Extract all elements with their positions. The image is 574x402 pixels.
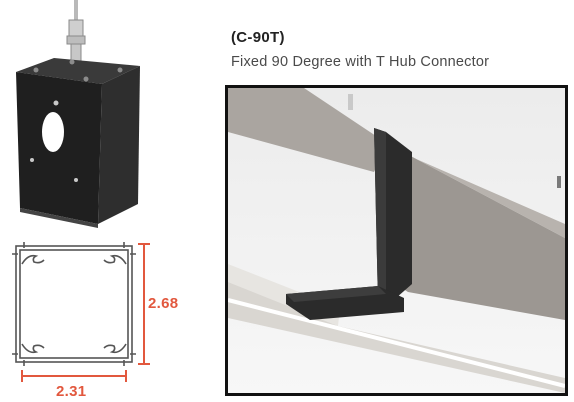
profile-outline (12, 242, 136, 366)
width-dimension-label: 2.31 (56, 383, 86, 400)
product-description: Fixed 90 Degree with T Hub Connector (231, 54, 490, 70)
connector-housing-illustration (16, 0, 140, 228)
width-dimension-line (21, 370, 127, 382)
installed-scene (228, 88, 565, 393)
product-code: (C-90T) (231, 29, 285, 46)
height-dimension-label: 2.68 (148, 295, 178, 312)
installed-connector-photo (225, 85, 568, 396)
profile-cross-section-diagram: 2.68 2.31 (12, 242, 178, 400)
height-dimension-line (138, 243, 150, 365)
